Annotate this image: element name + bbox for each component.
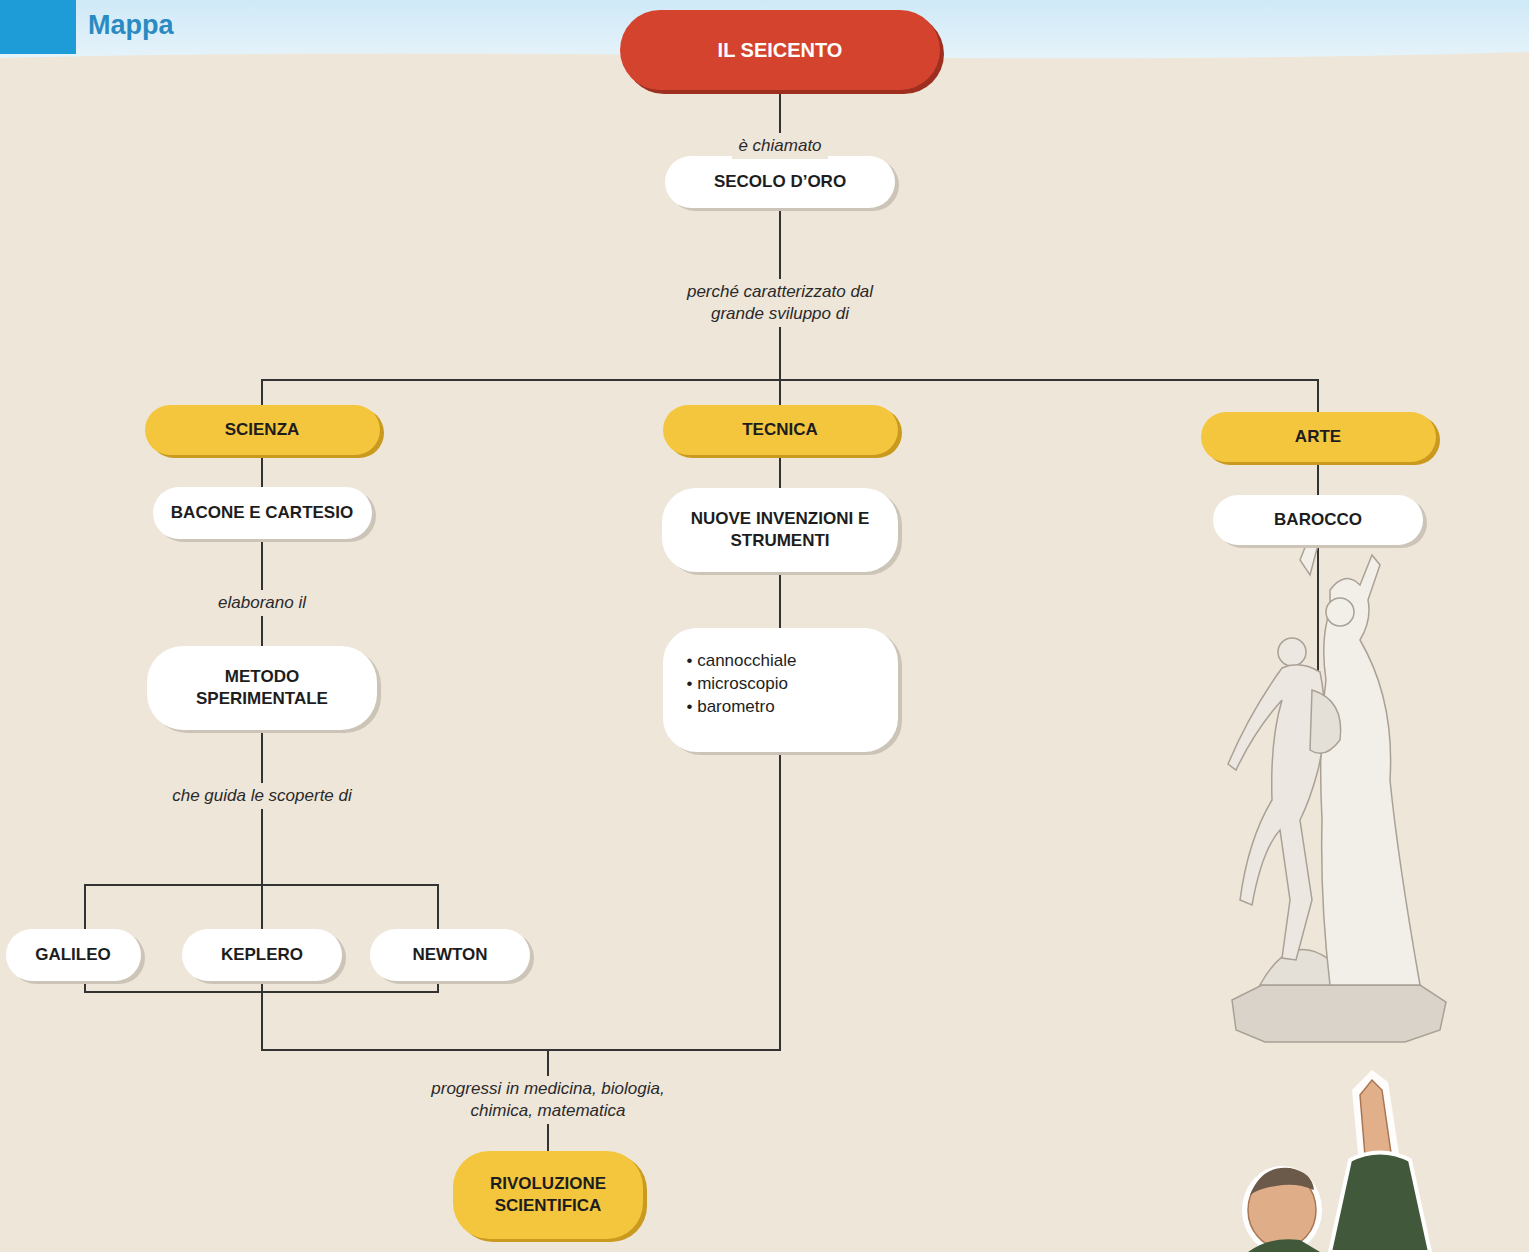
concept-box: BAROCCO bbox=[1213, 495, 1423, 545]
category-box: ARTE bbox=[1201, 412, 1436, 462]
edge-label: è chiamato bbox=[732, 133, 827, 159]
result-box: RIVOLUZIONE SCIENTIFICA bbox=[453, 1151, 643, 1239]
connector-line bbox=[85, 730, 262, 929]
node-text: IL SEICENTO bbox=[718, 37, 843, 63]
edge-label: che guida le scoperte di bbox=[166, 783, 358, 809]
connector-line bbox=[779, 572, 781, 628]
category-box: SCIENZA bbox=[145, 405, 380, 455]
header-square bbox=[0, 0, 76, 54]
node-text: KEPLERO bbox=[221, 944, 303, 966]
concept-box: BACONE E CARTESIO bbox=[153, 487, 372, 539]
connector-line bbox=[262, 981, 548, 1151]
node-text: GALILEO bbox=[35, 944, 111, 966]
node-text: NEWTON bbox=[412, 944, 487, 966]
connector-line bbox=[261, 455, 263, 487]
node-text: • microscopio bbox=[687, 673, 788, 696]
node-text: SECOLO D’ORO bbox=[714, 171, 846, 193]
scientist-figure bbox=[1242, 1070, 1430, 1252]
node-text: • cannocchiale bbox=[687, 650, 797, 673]
connector-line bbox=[262, 730, 438, 929]
connector-line bbox=[1317, 462, 1319, 495]
concept-box: NUOVE INVENZIONI E STRUMENTI bbox=[662, 488, 898, 572]
main-topic: IL SEICENTO bbox=[620, 10, 940, 90]
node-text: NUOVE INVENZIONI E STRUMENTI bbox=[680, 508, 880, 552]
node-text: TECNICA bbox=[742, 419, 818, 441]
edge-label: progressi in medicina, biologia, chimica… bbox=[418, 1076, 678, 1124]
node-text: SCIENZA bbox=[225, 419, 300, 441]
scientist-box: NEWTON bbox=[370, 929, 530, 981]
node-text: BACONE E CARTESIO bbox=[171, 502, 353, 524]
edge-label: elaborano il bbox=[212, 590, 312, 616]
edge-label: perché caratterizzato dal grande svilupp… bbox=[675, 279, 885, 327]
map-title: Mappa bbox=[88, 10, 174, 41]
category-box: TECNICA bbox=[663, 405, 898, 455]
node-text: • barometro bbox=[687, 696, 775, 719]
connector-line bbox=[85, 981, 548, 1151]
node-text: ARTE bbox=[1295, 426, 1341, 448]
statue-figure bbox=[1228, 530, 1446, 1042]
concept-box: METODO SPERIMENTALE bbox=[147, 646, 377, 730]
node-text: BAROCCO bbox=[1274, 509, 1362, 531]
scientist-box: KEPLERO bbox=[182, 929, 342, 981]
list-box: • cannocchiale• microscopio• barometro bbox=[663, 628, 898, 752]
concept-box: SECOLO D’ORO bbox=[665, 156, 895, 208]
node-text: METODO SPERIMENTALE bbox=[187, 666, 337, 710]
connector-line bbox=[779, 455, 781, 488]
scientist-box: GALILEO bbox=[6, 929, 141, 981]
connector-line bbox=[262, 981, 548, 1151]
node-text: RIVOLUZIONE SCIENTIFICA bbox=[473, 1173, 623, 1217]
